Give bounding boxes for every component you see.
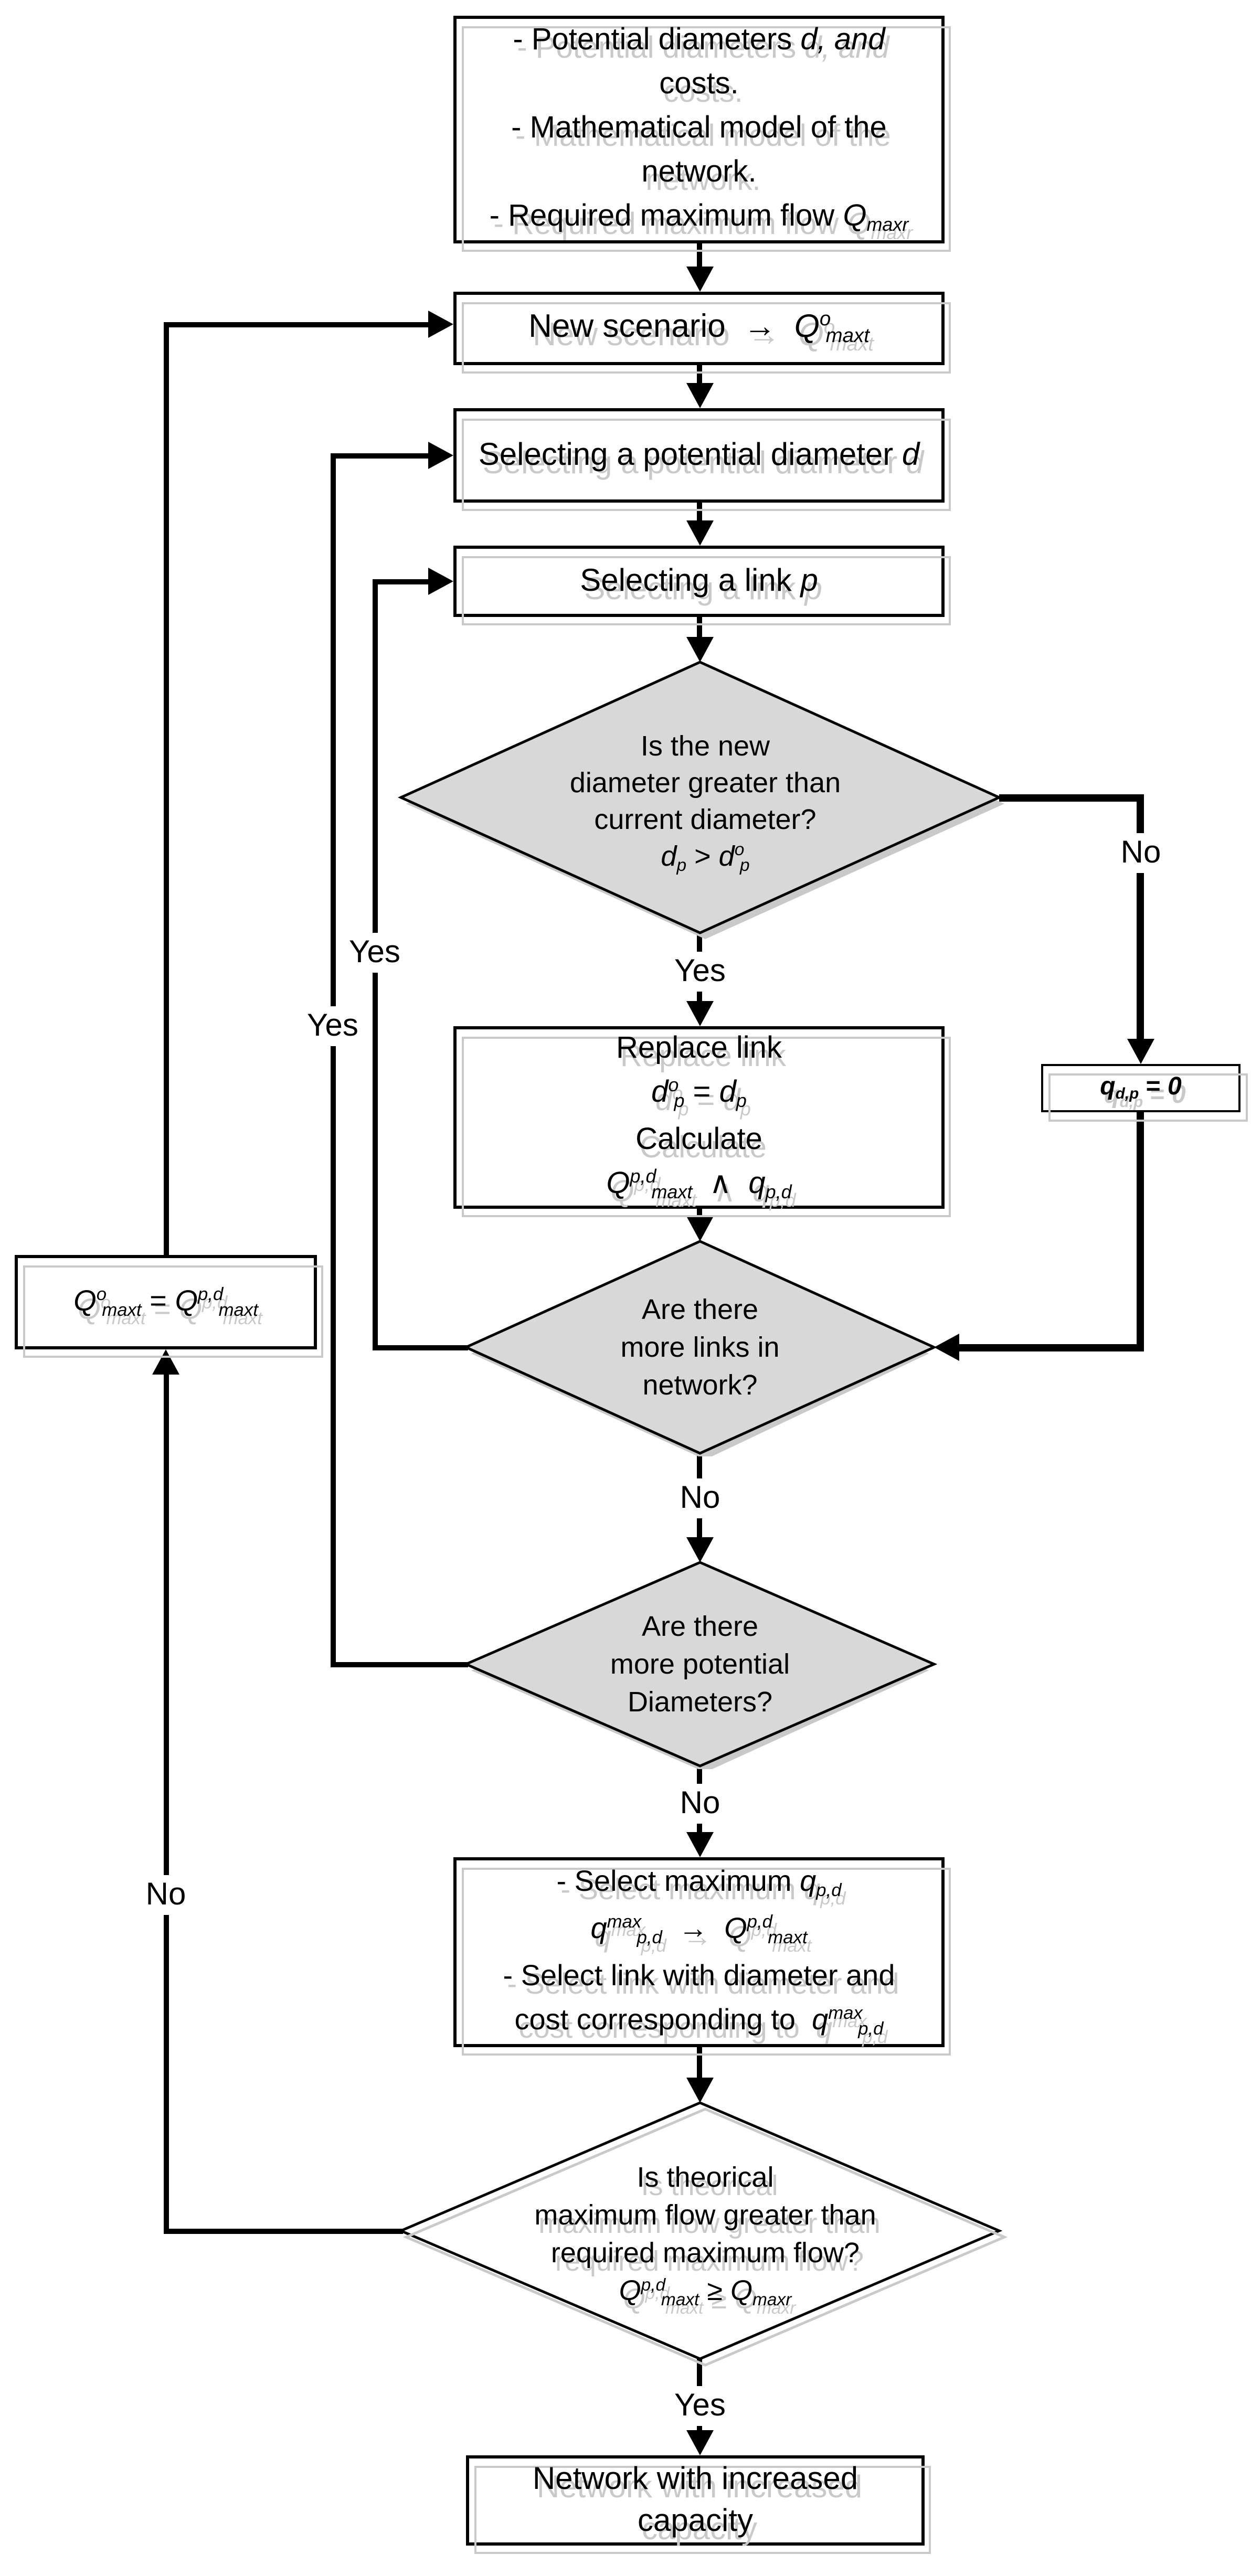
arrowhead-into-replace (686, 1001, 714, 1026)
assign-qmax-text: Qomaxt = Qp,dmaxt (73, 1283, 258, 1320)
arrowhead-into-decision3 (686, 1537, 714, 1562)
q-zero-text: qd,p = 0 (1100, 1072, 1182, 1103)
arrowhead-into-newscenario (686, 267, 714, 292)
decision-more-diameters-shape (463, 1561, 937, 1769)
arrowhead-into-selectdiameter (686, 383, 714, 408)
arrowhead-into-selectdiameter-left (428, 442, 453, 469)
edge-decision3-yes-vertical (331, 453, 336, 1665)
arrowhead-into-decision2 (686, 1216, 714, 1241)
label-yes-new-diameter: Yes (666, 952, 734, 992)
arrowhead-into-decision1 (686, 637, 714, 662)
arrowhead-into-selectmax (686, 1832, 714, 1857)
select-diameter-node: Selecting a potential diameter d (453, 408, 951, 511)
label-yes-more-links: Yes (341, 933, 409, 973)
edge-decision1-no-vertical (1137, 794, 1144, 1042)
select-diameter-text: Selecting a potential diameter d (478, 438, 920, 472)
decision-more-links-fill (463, 1240, 937, 1455)
edge-newscenario-to-selectdiameter (697, 365, 702, 386)
arrowhead-into-selectlink (686, 520, 714, 546)
decision-more-links-shape (463, 1240, 937, 1456)
arrowhead-into-network (686, 2430, 714, 2455)
edge-decision1-no-horizontal (999, 794, 1144, 802)
arrowhead-into-qzero (1127, 1039, 1154, 1064)
edge-qzero-to-decision2-vertical (1137, 1112, 1144, 1351)
label-yes-more-diameters: Yes (299, 1006, 367, 1046)
select-link-text: Selecting a link p (580, 563, 818, 598)
edge-decision2-yes-into-selectlink (373, 579, 430, 584)
decision-flow-shadow (402, 2107, 1008, 2367)
edge-decision2-yes-horizontal (373, 1345, 468, 1350)
assign-qmax-node: Qomaxt = Qp,dmaxt (15, 1255, 323, 1358)
label-yes-flow: Yes (666, 2386, 734, 2426)
label-no-more-diameters: No (671, 1784, 729, 1824)
edge-assign-to-newscenario-vertical (164, 322, 169, 1257)
decision-new-diameter-fill (398, 661, 1003, 934)
edge-decision3-yes-horizontal (331, 1662, 468, 1667)
arrowhead-into-selectlink-left (428, 568, 453, 595)
edge-selectmax-to-decision4 (697, 2047, 702, 2081)
arrowhead-into-assign (152, 1349, 179, 1375)
label-no-new-diameter: No (1112, 833, 1170, 873)
new-scenario-node: New scenario → Qomaxt (453, 292, 951, 374)
select-link-node: Selecting a link p (453, 546, 951, 625)
edge-qzero-to-decision2-horizontal (959, 1344, 1144, 1351)
edge-decision4-no-horizontal (164, 2229, 403, 2234)
arrowhead-into-newscenario-left (428, 311, 453, 338)
edge-decision3-yes-into-selectdiameter (331, 453, 430, 459)
edge-selectdiameter-to-selectlink (697, 503, 702, 524)
decision-more-diameters-fill (463, 1561, 937, 1768)
q-zero-node: qd,p = 0 (1041, 1064, 1248, 1122)
edge-replace-to-decision2 (697, 1209, 702, 1219)
decision-flow-fill (398, 2101, 1003, 2360)
label-no-more-links: No (671, 1478, 729, 1518)
new-scenario-text: New scenario → Qomaxt (528, 307, 870, 348)
edge-selectlink-to-decision1 (697, 617, 702, 640)
edge-assign-to-newscenario-horizontal (164, 322, 428, 327)
edge-decision4-no-vertical-lower (164, 1375, 169, 2233)
decision-new-diameter-shape (398, 661, 1004, 939)
edge-start-to-newscenario (697, 243, 702, 271)
arrowhead-into-decision4 (686, 2078, 714, 2103)
decision-flow-shape (398, 2101, 1008, 2367)
arrowhead-into-decision2-right (934, 1334, 959, 1361)
label-no-flow: No (137, 1875, 195, 1915)
